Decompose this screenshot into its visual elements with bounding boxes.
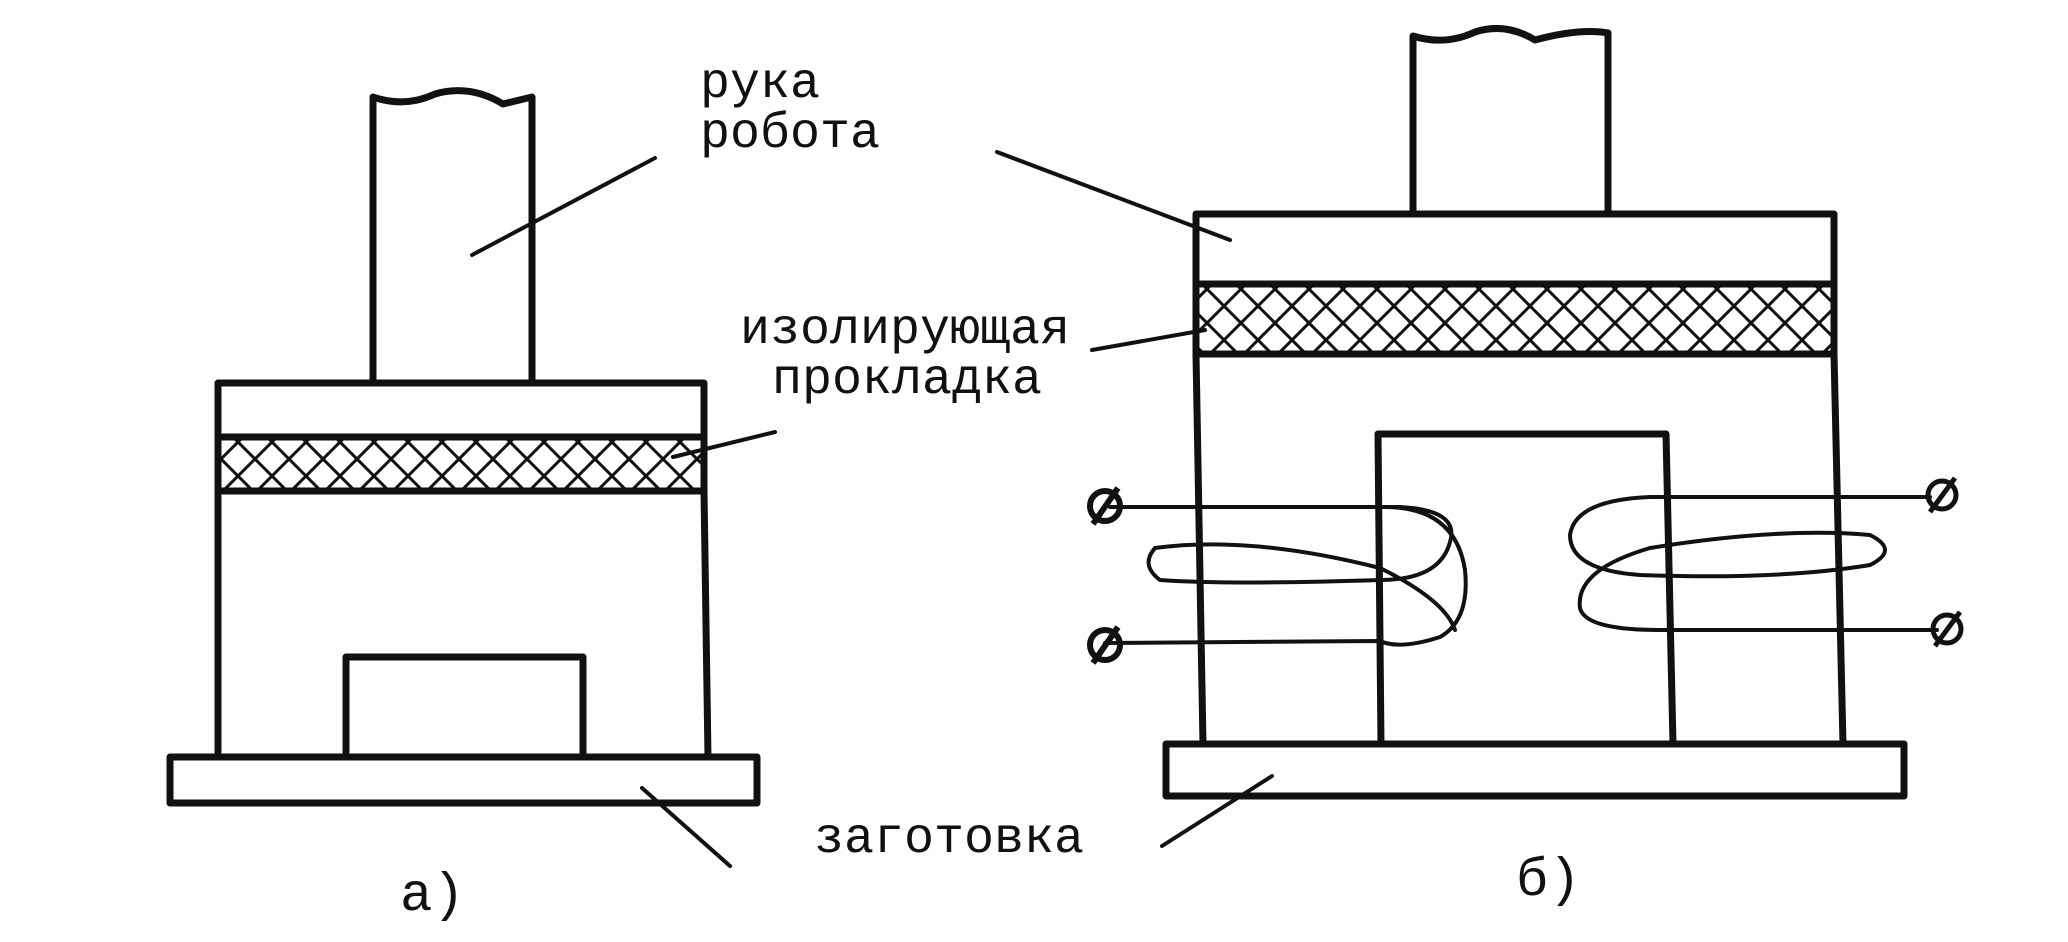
leader-line-insulating-a: [671, 430, 777, 459]
caption-variant-b: б): [1516, 851, 1581, 912]
leader-line-insulating-b: [1090, 328, 1207, 352]
variant-a-workpiece: [166, 753, 761, 807]
label-robot-arm-line1: рука: [700, 56, 820, 113]
terminal-icon: [1930, 610, 1964, 648]
variant-b-insulating-layer: [1192, 280, 1838, 358]
variant-b-left-coil: [1103, 504, 1468, 647]
variant-a-robot-arm: [369, 87, 536, 387]
label-workpiece: заготовка: [814, 811, 1084, 868]
variant-b-magnet-core: [1374, 430, 1677, 748]
variant-a-top-plate: [214, 379, 708, 441]
leader-line-robot-arm-a: [470, 156, 657, 257]
variant-b-top-plate: [1192, 210, 1838, 288]
variant-b-workpiece: [1162, 740, 1908, 800]
terminal-icon: [1087, 486, 1123, 526]
variant-b-robot-arm: [1409, 24, 1612, 218]
caption-variant-a: а): [400, 866, 465, 927]
terminal-icon: [1087, 625, 1123, 665]
variant-a-gripper: [166, 87, 761, 807]
leader-line-workpiece-b: [1160, 774, 1274, 848]
variant-a-insulating-layer: [214, 433, 708, 495]
leader-line-robot-arm-b: [995, 150, 1232, 242]
variant-a-gripper-body: [214, 487, 712, 761]
label-robot-arm-line2: робота: [700, 106, 880, 163]
terminal-icon: [1925, 476, 1959, 514]
variant-a-inner-block: [342, 653, 587, 761]
label-insulating-line2: прокладка: [772, 352, 1042, 409]
variant-b-right-coil: [1567, 495, 1939, 632]
variant-b-gripper: [1087, 24, 1964, 800]
variant-b-gripper-body: [1192, 350, 1847, 748]
leader-line-workpiece-a: [640, 786, 732, 868]
label-insulating-line1: изолирующая: [740, 302, 1070, 359]
